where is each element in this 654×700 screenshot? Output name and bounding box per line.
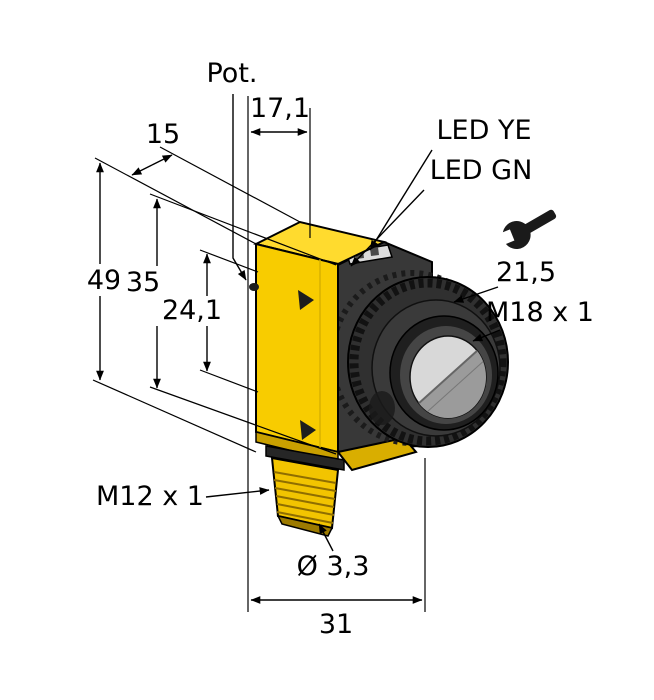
dim-49-label: 49	[87, 265, 121, 296]
led-ye-leader	[369, 149, 433, 251]
dim-21-5-leader	[453, 286, 499, 303]
dim-17-1-label: 17,1	[250, 93, 310, 124]
dim-21-5-label: 21,5	[496, 257, 556, 288]
sensor	[249, 220, 509, 537]
connector-threads	[273, 471, 337, 524]
dim-31-label: 31	[319, 609, 353, 640]
sensor-body	[249, 220, 387, 463]
mounting-slot	[298, 290, 314, 310]
m12-leader	[205, 487, 270, 498]
led-gn-label: LED GN	[430, 155, 533, 186]
hole-dia-label: Ø 3,3	[297, 551, 370, 582]
potentiometer	[249, 283, 259, 291]
body-bottom-wedge	[336, 436, 418, 472]
lens	[389, 315, 499, 431]
leader-lines	[205, 94, 501, 552]
pot-label: Pot.	[206, 58, 257, 89]
m12-thread-label: M12 x 1	[96, 481, 204, 512]
dim-35-label: 35	[126, 267, 160, 298]
m18-leader	[472, 329, 501, 342]
m18-thread-label: M18 x 1	[486, 297, 594, 328]
extension-lines	[92, 96, 426, 612]
led-ye-label: LED YE	[436, 115, 531, 146]
wrench-icon	[493, 209, 557, 249]
nut-marking	[369, 391, 395, 425]
dimension-15	[131, 154, 173, 176]
dim-15-label: 15	[146, 119, 180, 150]
pot-leader	[232, 94, 247, 281]
knurled-nut	[329, 270, 509, 448]
dim-24-1-label: 24,1	[162, 295, 222, 326]
body-left-face	[255, 242, 339, 454]
led-gn-leader	[350, 189, 425, 267]
connector-tip	[276, 514, 334, 537]
m12-connector	[265, 445, 345, 537]
hole-dia-leader	[318, 523, 334, 552]
mounting-slot	[300, 420, 316, 440]
